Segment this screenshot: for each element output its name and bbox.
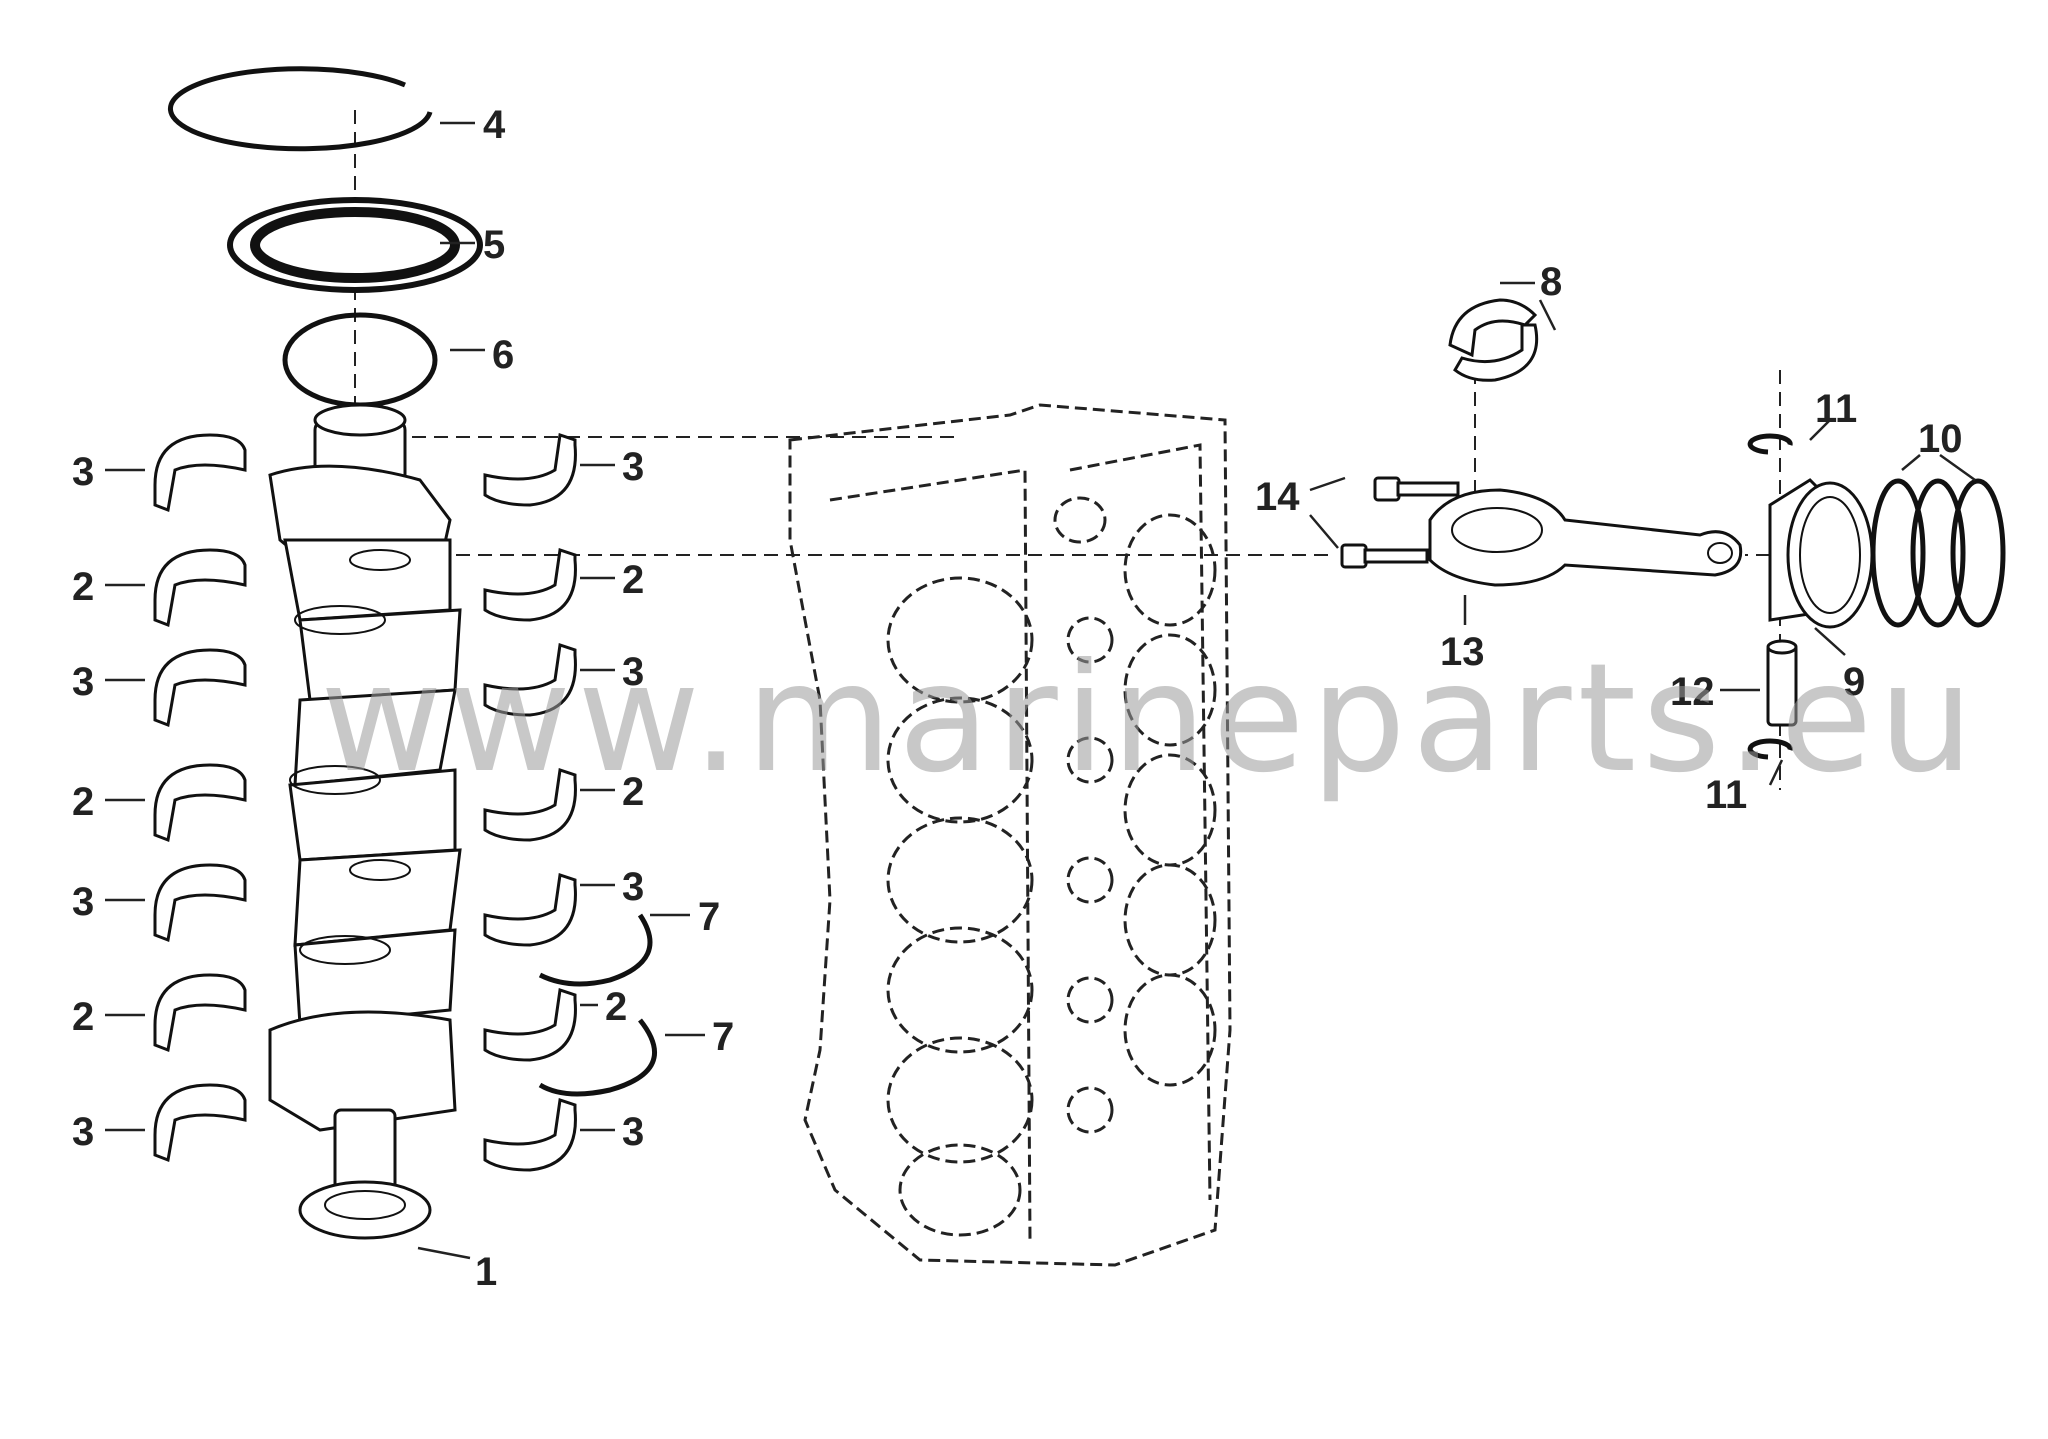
callout-7-upper: 7 [698,895,720,939]
callout-11-bottom: 11 [1705,773,1747,817]
callout-8: 8 [1540,260,1562,304]
callout-2-left-2: 2 [72,780,94,824]
o-ring-6 [282,312,438,408]
callout-3-left-3: 3 [72,880,94,924]
callout-3-right-2: 3 [622,650,644,694]
callout-14: 14 [1255,475,1300,519]
watermark: www.marineparts.eu [320,632,1980,806]
callout-6: 6 [492,333,514,377]
piston-assembly [1747,433,2006,760]
callout-labels: 4 5 6 3 2 3 2 3 2 3 3 2 3 2 3 2 3 7 7 1 … [72,103,1963,1294]
callout-2-right-1: 2 [622,558,644,602]
thrust-washers [538,913,658,1097]
callout-3-left-4: 3 [72,1110,94,1154]
callout-2-left-3: 2 [72,995,94,1039]
callout-3-right-1: 3 [622,445,644,489]
seal-ring-stack [167,66,483,408]
bearing-shells-left [153,433,247,1163]
retaining-ring-4 [167,66,433,152]
crankshaft [268,403,462,1240]
callout-10: 10 [1918,417,1963,461]
oil-seal-5-inner [250,207,460,283]
callout-3-left-2: 3 [72,660,94,704]
callout-4: 4 [483,103,506,147]
callout-11-top: 11 [1815,387,1857,431]
callout-3-right-3: 3 [622,865,644,909]
callout-2-right-3: 2 [605,985,627,1029]
callout-9: 9 [1843,660,1865,704]
bearing-shells-right [483,433,577,1172]
callout-5: 5 [483,223,505,267]
callout-1: 1 [475,1250,497,1294]
engine-block [788,403,1232,1267]
callout-3-right-4: 3 [622,1110,644,1154]
callout-12: 12 [1670,670,1715,714]
callout-2-right-2: 2 [622,770,644,814]
callout-2-left-1: 2 [72,565,94,609]
leader-lines [105,121,1976,1260]
connecting-rod-assembly [1340,298,1743,587]
callout-7-lower: 7 [712,1015,734,1059]
callout-3-left-1: 3 [72,450,94,494]
callout-13: 13 [1440,630,1485,674]
